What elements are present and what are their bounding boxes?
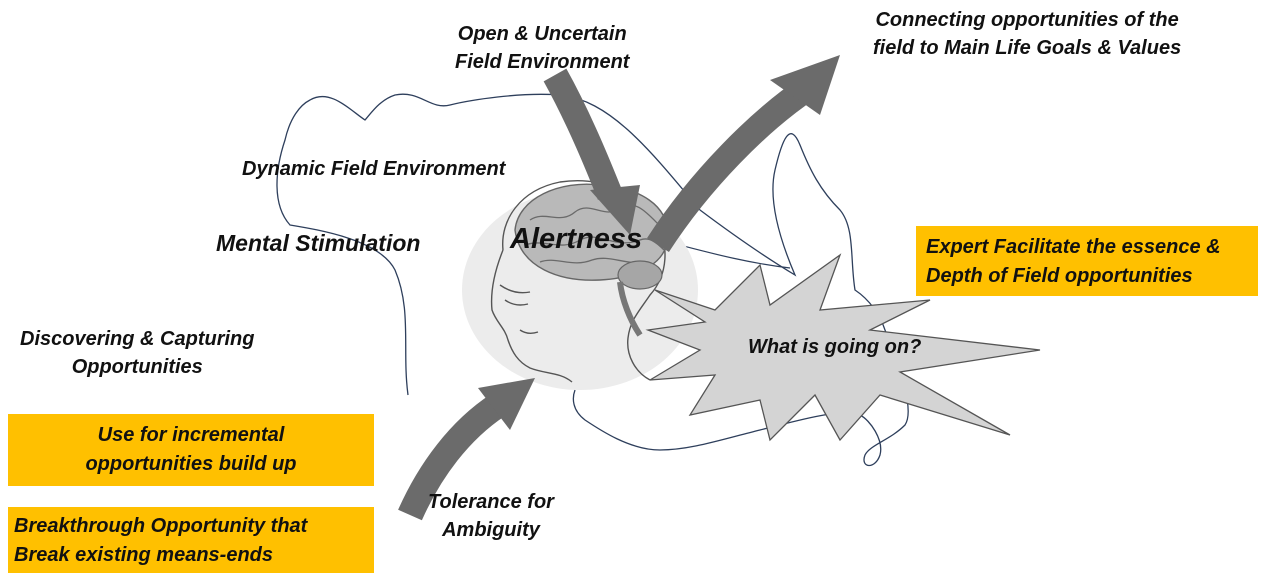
label-discovering: Discovering & Capturing Opportunities xyxy=(20,325,254,381)
box-incremental: Use for incremental opportunities build … xyxy=(8,414,374,486)
arrow-to-goals xyxy=(658,55,840,245)
label-tolerance: Tolerance for Ambiguity xyxy=(428,488,554,544)
label-dynamic-field: Dynamic Field Environment xyxy=(242,155,505,183)
label-what-is-going-on: What is going on? xyxy=(748,333,921,361)
box-breakthrough: Breakthrough Opportunity that Break exis… xyxy=(8,507,374,573)
label-alertness: Alertness xyxy=(510,222,642,256)
label-mental-stimulation: Mental Stimulation xyxy=(216,228,420,258)
label-connecting: Connecting opportunities of the field to… xyxy=(873,6,1181,62)
box-expert: Expert Facilitate the essence & Depth of… xyxy=(916,226,1258,296)
label-open-field: Open & Uncertain Field Environment xyxy=(455,20,629,76)
